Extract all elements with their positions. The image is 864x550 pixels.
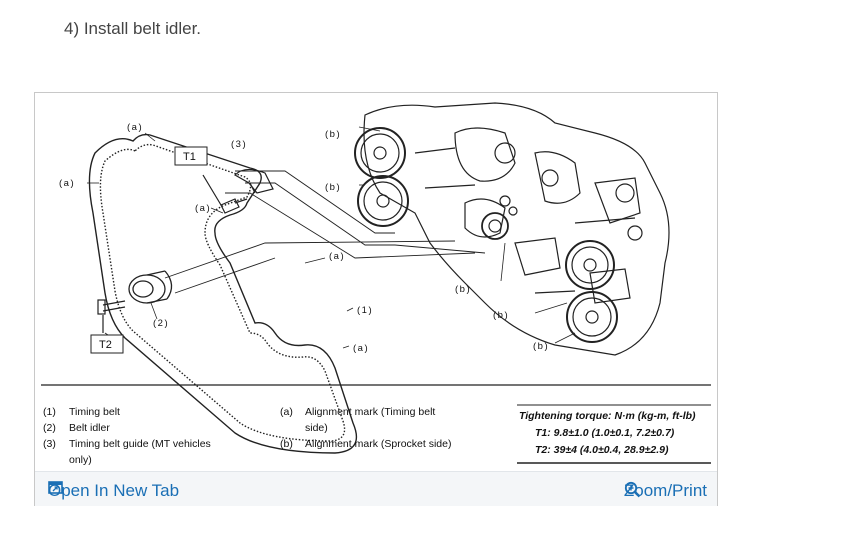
belt-idler	[128, 270, 173, 304]
callout-labels: (a) (a) (a) (a) (a) (b) (b) (b) (b) (b) …	[59, 122, 549, 354]
timing-belt	[88, 133, 358, 454]
timing-belt-diagram: (a) (a) (a) (a) (a) (b) (b) (b) (b) (b) …	[41, 102, 711, 466]
callout-b-5: (b)	[533, 341, 549, 352]
callout-b-3: (b)	[455, 284, 471, 295]
figure-footer: Open In New Tab Zoom/Print	[35, 471, 717, 506]
torque-t1: T1: 9.8±1.0 (1.0±0.1, 7.2±0.7)	[535, 427, 675, 439]
callout-1: (1)	[357, 305, 373, 316]
callout-a-left: (a)	[59, 178, 75, 189]
legend-num: (a)	[280, 406, 293, 418]
t1-bolt-and-guide	[202, 168, 274, 214]
torque-t2: T2: 39±4 (4.0±0.4, 28.9±2.9)	[535, 444, 669, 456]
parts-legend: (1) Timing belt (2) Belt idler (3) Timin…	[43, 406, 211, 466]
marks-legend: (a) Alignment mark (Timing belt side) (b…	[280, 406, 451, 450]
torque-specs: Tightening torque: N·m (kg-m, ft-lb) T1:…	[517, 404, 711, 464]
open-in-new-tab-label: Open In New Tab	[48, 481, 180, 500]
open-in-new-tab-link[interactable]: Open In New Tab	[48, 481, 179, 501]
legend-num: (b)	[280, 438, 293, 450]
callout-2: (2)	[153, 318, 169, 329]
legend-num: (2)	[43, 422, 56, 434]
t2-bolt	[97, 299, 126, 333]
t1-label: T1	[183, 151, 196, 163]
legend-num: (3)	[43, 438, 56, 450]
callout-b-2: (b)	[325, 182, 341, 193]
zoom-in-icon	[624, 481, 641, 498]
callout-b-4: (b)	[493, 310, 509, 321]
assembly-lines	[164, 170, 486, 294]
legend-text-cont: side)	[305, 422, 328, 434]
callout-b-1: (b)	[325, 129, 341, 140]
legend-text: Timing belt	[69, 406, 120, 418]
engine-outline	[354, 102, 670, 356]
t2-label: T2	[99, 339, 112, 351]
callout-a-bottom: (a)	[353, 343, 369, 354]
diagram-figure: (a) (a) (a) (a) (a) (b) (b) (b) (b) (b) …	[34, 92, 718, 506]
callout-3: (3)	[231, 139, 247, 150]
callout-a-middle: (a)	[195, 203, 211, 214]
t1-label-box: T1	[174, 146, 208, 166]
callout-a-top: (a)	[127, 122, 143, 133]
legend-text-cont: only)	[69, 454, 92, 466]
new-tab-icon	[48, 481, 63, 494]
callout-a-right: (a)	[329, 251, 345, 262]
zoom-print-link[interactable]: Zoom/Print	[624, 481, 707, 501]
legend-num: (1)	[43, 406, 56, 418]
legend-text: Belt idler	[69, 422, 110, 434]
t2-label-box: T2	[90, 334, 124, 354]
torque-title: Tightening torque: N·m (kg-m, ft-lb)	[519, 410, 696, 422]
zoom-print-label: Zoom/Print	[623, 481, 707, 500]
legend-text: Alignment mark (Sprocket side)	[305, 438, 451, 450]
step-heading: 4) Install belt idler.	[64, 19, 202, 38]
legend-text: Timing belt guide (MT vehicles	[69, 438, 211, 450]
legend-text: Alignment mark (Timing belt	[305, 406, 435, 418]
leader-lines	[87, 126, 576, 349]
